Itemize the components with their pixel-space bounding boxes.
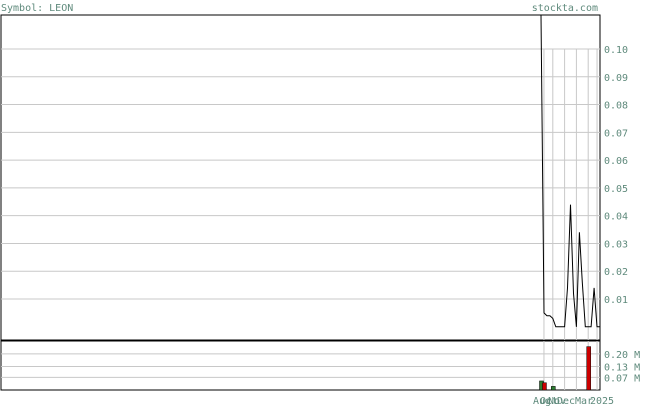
price-tick-label: 0.06 [604, 156, 628, 167]
x-axis-label: Oct [540, 396, 558, 406]
price-tick-label: 0.04 [604, 212, 628, 223]
volume-tick-label: 0.07 M [604, 373, 640, 384]
x-axis-label: Mar [575, 396, 593, 406]
price-tick-label: 0.02 [604, 267, 628, 278]
price-tick-label: 0.03 [604, 239, 628, 250]
price-tick-label: 0.09 [604, 73, 628, 84]
volume-axis-ticks: 0.20 M 0.13 M0.07 M [604, 350, 640, 385]
x-axis-label: Dec [557, 396, 575, 406]
volume-bar [551, 386, 556, 391]
price-tick-label: 0.10 [604, 45, 628, 56]
price-tick-label: 0.05 [604, 184, 628, 195]
price-tick-label: 0.07 [604, 128, 628, 139]
price-gridlines [1, 48, 600, 300]
price-tick-label: 0.01 [604, 295, 628, 306]
price-vertical-gridlines [543, 49, 598, 340]
x-axis-label: 2025 [590, 396, 614, 406]
price-panel-frame [0, 14, 601, 341]
price-line [540, 14, 600, 328]
volume-bar [542, 382, 547, 391]
volume-gridlines [1, 353, 600, 378]
site-label: stockta.com [532, 3, 598, 14]
price-tick-label: 0.08 [604, 101, 628, 112]
x-axis-label: Nov [548, 396, 566, 406]
price-axis-ticks: 0.10 0.09 0.08 0.07 0.06 0.05 0.04 0.03 0.02 0.01 [604, 45, 628, 306]
symbol-label: Symbol: LEON [1, 3, 73, 14]
volume-panel-frame [0, 340, 601, 391]
price-series [540, 14, 600, 328]
volume-tick-label: 0.13 M [604, 363, 640, 374]
x-axis-label: Aug [533, 396, 551, 406]
volume-tick-label: 0.20 M [604, 350, 640, 361]
volume-bars [539, 346, 591, 391]
volume-bar [586, 346, 591, 391]
